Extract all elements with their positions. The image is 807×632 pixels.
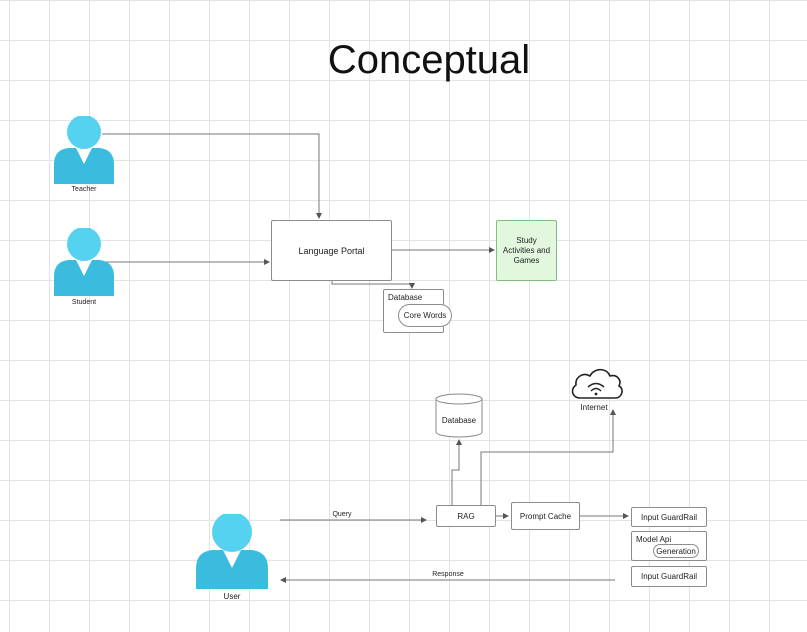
internet-label: Internet: [580, 403, 608, 412]
input-guardrail-2-box[interactable]: Input GuardRail: [631, 566, 707, 587]
user-icon: [196, 512, 268, 589]
core-words-label: Core Words: [403, 311, 447, 320]
study-activities-box[interactable]: Study Activities and Games: [496, 220, 557, 281]
rag-label: RAG: [457, 511, 475, 521]
database-bottom-label: Database: [441, 416, 477, 425]
input-guardrail-1-box[interactable]: Input GuardRail: [631, 507, 707, 527]
teacher-icon: [54, 115, 114, 184]
cloud-icon: [571, 368, 623, 399]
prompt-cache-box[interactable]: Prompt Cache: [511, 502, 580, 530]
prompt-cache-label: Prompt Cache: [519, 511, 572, 521]
edge-rag-database: [451, 439, 462, 505]
generation-pill[interactable]: Generation: [653, 544, 699, 558]
input-guardrail-2-label: Input GuardRail: [640, 572, 698, 581]
edge-teacher-portal: [102, 133, 322, 219]
language-portal-box[interactable]: Language Portal: [271, 220, 392, 281]
student-icon: [54, 227, 114, 296]
rag-box[interactable]: RAG: [436, 505, 496, 527]
input-guardrail-1-label: Input GuardRail: [640, 512, 698, 522]
edge-portal-database: [331, 280, 415, 289]
language-portal-label: Language Portal: [298, 245, 365, 256]
teacher-label: Teacher: [71, 186, 97, 193]
query-label: Query: [332, 511, 352, 518]
database-top-label: Database: [388, 293, 423, 302]
response-label: Response: [432, 571, 464, 578]
core-words-pill[interactable]: Core Words: [398, 304, 452, 327]
model-api-label: Model Api: [636, 535, 672, 544]
generation-label: Generation: [656, 546, 696, 556]
edge-rag-internet: [480, 409, 616, 505]
page-title: Conceptual: [327, 38, 531, 82]
student-label: Student: [71, 299, 97, 306]
user-label: User: [223, 592, 241, 601]
study-activities-label: Study Activities and Games: [502, 235, 551, 265]
